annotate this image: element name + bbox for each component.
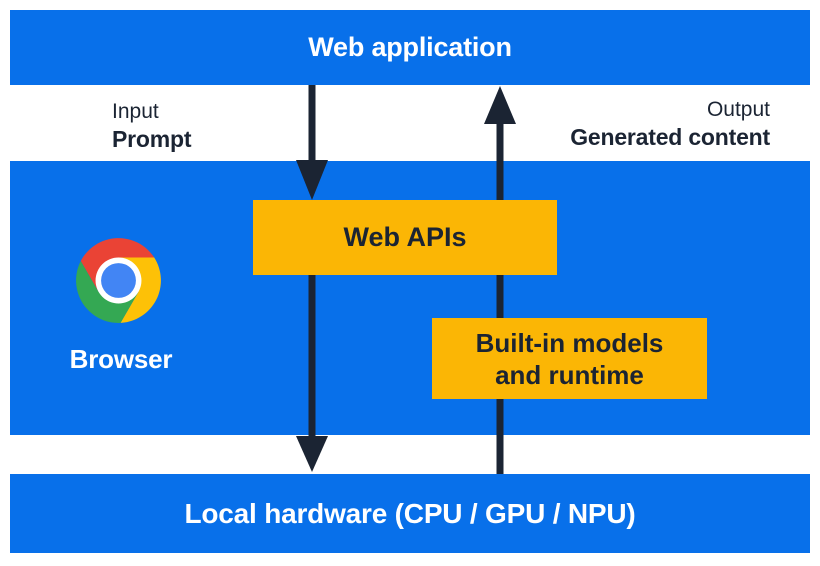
web-application-label: Web application bbox=[308, 32, 512, 62]
browser-label: Browser bbox=[69, 344, 173, 374]
input-label-group: Input Prompt bbox=[112, 98, 192, 154]
chrome-logo-icon bbox=[76, 238, 161, 323]
output-flow-up-arrow bbox=[484, 86, 516, 474]
input-flow-down-arrow bbox=[296, 85, 328, 472]
output-value: Generated content bbox=[570, 124, 770, 150]
builtin-models-label-line2: and runtime bbox=[495, 359, 644, 390]
web-apis-label: Web APIs bbox=[343, 222, 467, 252]
output-title: Output bbox=[706, 98, 770, 121]
input-title: Input bbox=[112, 100, 159, 123]
local-hardware-label: Local hardware (CPU / GPU / NPU) bbox=[184, 497, 636, 529]
output-label-group: Output Generated content bbox=[570, 96, 770, 152]
local-hardware-bar: Local hardware (CPU / GPU / NPU) bbox=[10, 474, 810, 553]
input-value: Prompt bbox=[112, 126, 192, 152]
web-apis-box: Web APIs bbox=[253, 200, 557, 275]
builtin-models-box: Built-in models and runtime bbox=[432, 318, 707, 399]
builtin-models-label-line1: Built-in models bbox=[475, 327, 664, 358]
web-application-bar: Web application bbox=[10, 10, 810, 85]
